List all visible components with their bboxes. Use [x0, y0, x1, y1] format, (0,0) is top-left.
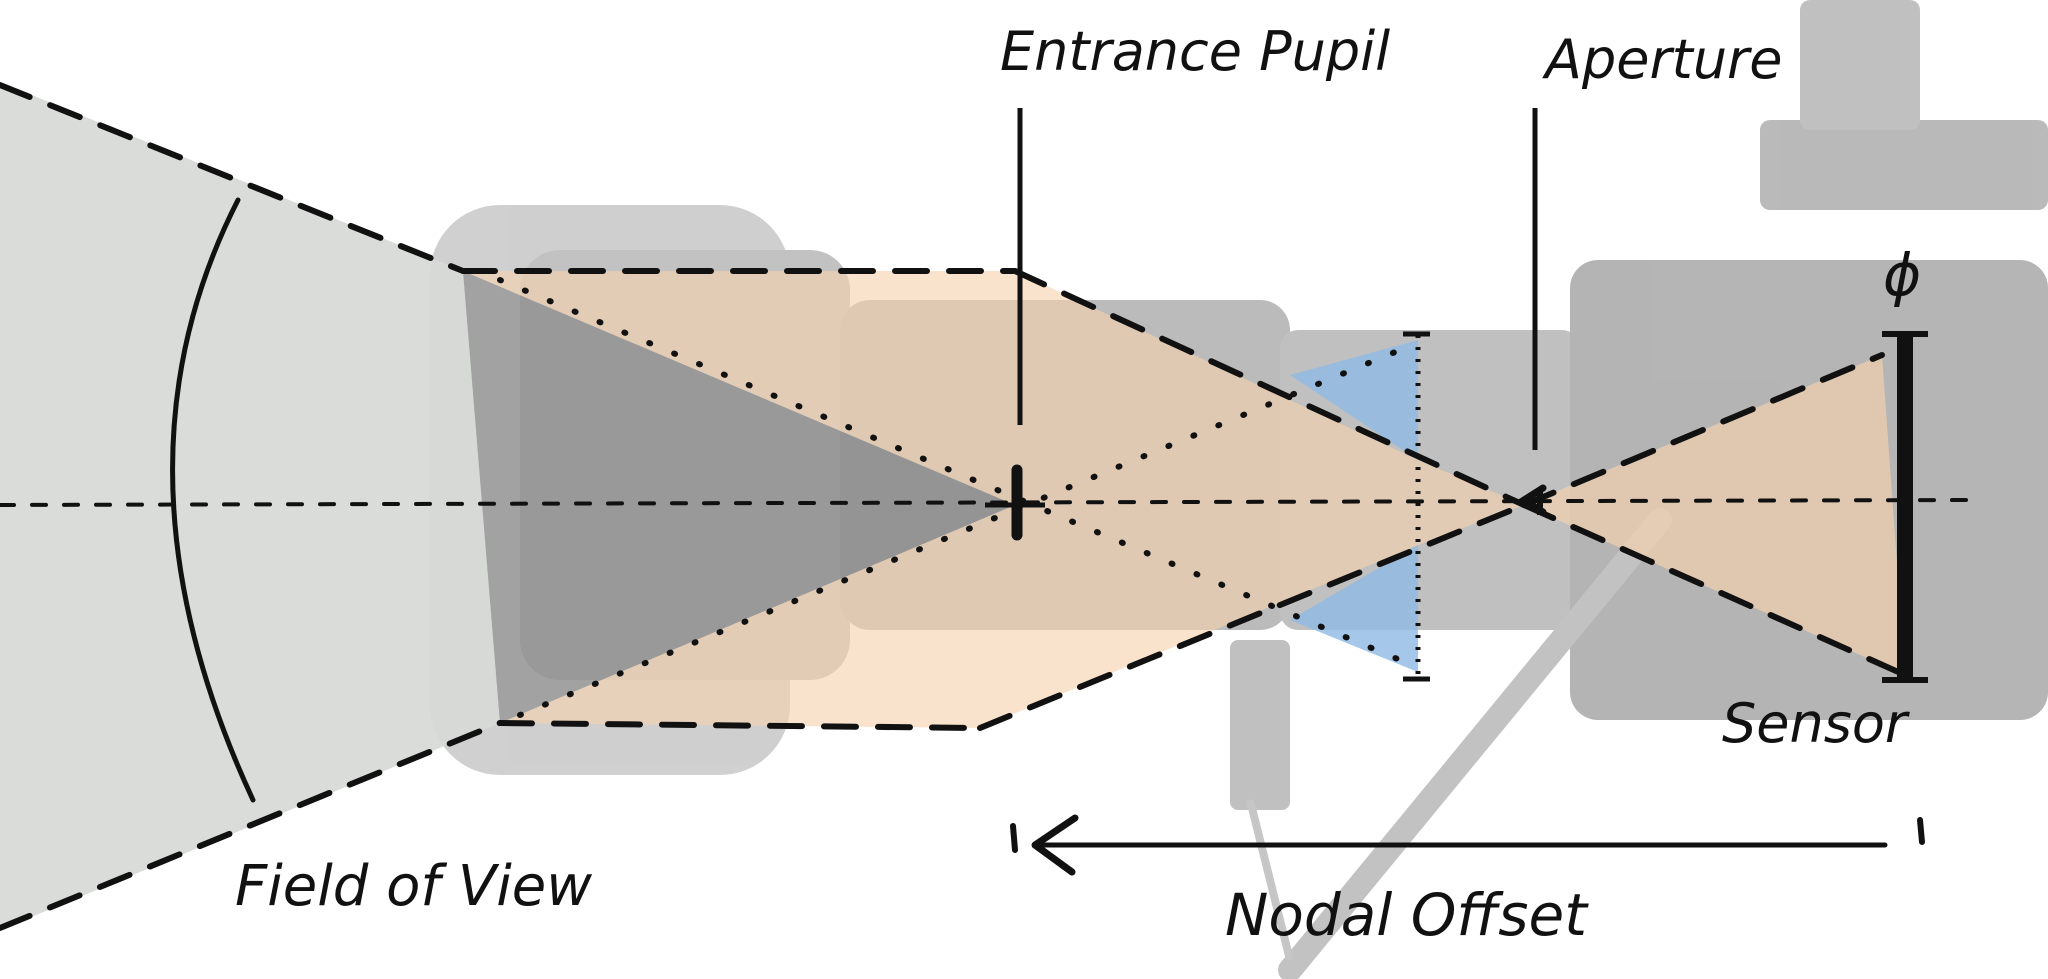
optical-axis: [0, 498, 1977, 507]
nodal-offset-arrowhead: [1031, 814, 1079, 876]
focus-cable: [1246, 799, 1294, 961]
zoom-grip: [1230, 640, 1290, 810]
lens-frustum-dark: [463, 271, 1015, 723]
front-light-cone: [463, 271, 1524, 728]
aperture-label: Aperture: [1542, 28, 1782, 91]
field-of-view-label: Field of View: [235, 854, 592, 919]
support-rod: [1278, 508, 1672, 979]
dotted-inner-rays: [497, 277, 1403, 718]
sensor-label: Sensor: [1722, 692, 1910, 755]
aperture-point: [1517, 484, 1547, 516]
lens-edge-blue-lower: [1290, 545, 1418, 672]
field-of-view-region: [0, 82, 500, 930]
nodal-offset-label: Nodal Offset: [1225, 881, 1589, 949]
field-of-view-arc: [170, 197, 256, 803]
nodal-offset-tick-right: [1917, 817, 1925, 845]
top-handle-post: [1800, 0, 1920, 130]
nodal-offset-tick-left: [1010, 823, 1018, 853]
lens-edge-blue-upper: [1290, 340, 1418, 460]
dashed-ray-outlines: [0, 82, 1908, 931]
rear-cone-sensor: [1524, 355, 1905, 675]
entrance-pupil-label: Entrance Pupil: [1000, 20, 1390, 83]
top-handle: [1760, 120, 2048, 210]
diameter-symbol: ϕ: [1883, 241, 1921, 309]
